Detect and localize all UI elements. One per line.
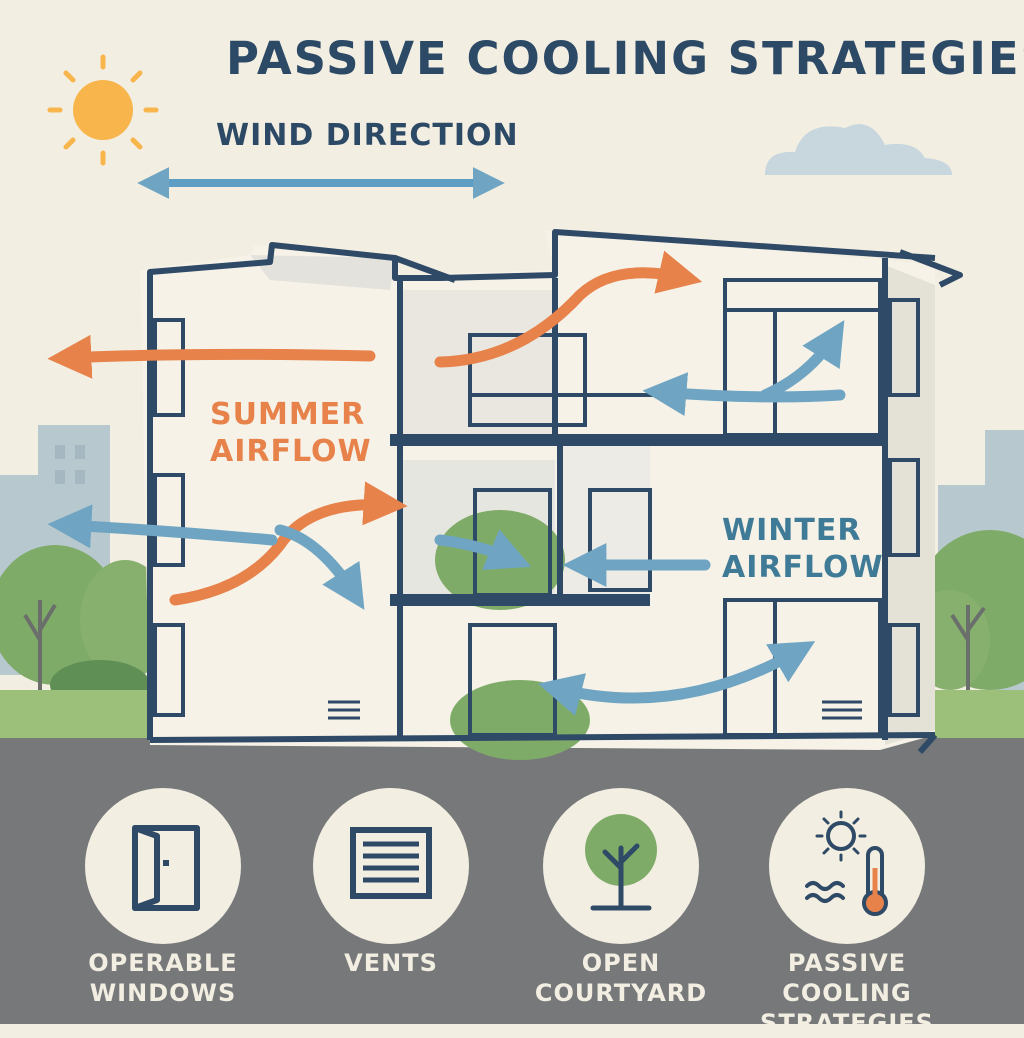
tree-icon [543, 788, 699, 944]
legend: OPERABLE WINDOWS VENTS [0, 788, 1024, 1037]
legend-item-vents: VENTS [276, 788, 506, 978]
summer-airflow-arrows [47, 250, 703, 606]
winter-airflow-arrows [47, 320, 846, 716]
sun-icon [47, 54, 159, 166]
operable-window-icon [85, 788, 241, 944]
legend-item-passive-cooling: PASSIVE COOLING STRATEGIES [732, 788, 962, 1038]
building-section [140, 229, 963, 760]
vent-icon [313, 788, 469, 944]
vent-grille [328, 700, 862, 720]
summer-airflow-label: SUMMER AIRFLOW [210, 397, 372, 469]
page-title: PASSIVE COOLING STRATEGIES [226, 32, 1024, 85]
wind-direction-label: WIND DIRECTION [216, 118, 519, 153]
winter-airflow-label: WINTER AIRFLOW [722, 513, 884, 585]
cloud-icon [765, 124, 952, 175]
legend-item-operable-windows: OPERABLE WINDOWS [48, 788, 278, 1008]
sun-thermometer-icon [769, 788, 925, 944]
legend-item-open-courtyard: OPEN COURTYARD [506, 788, 736, 1008]
